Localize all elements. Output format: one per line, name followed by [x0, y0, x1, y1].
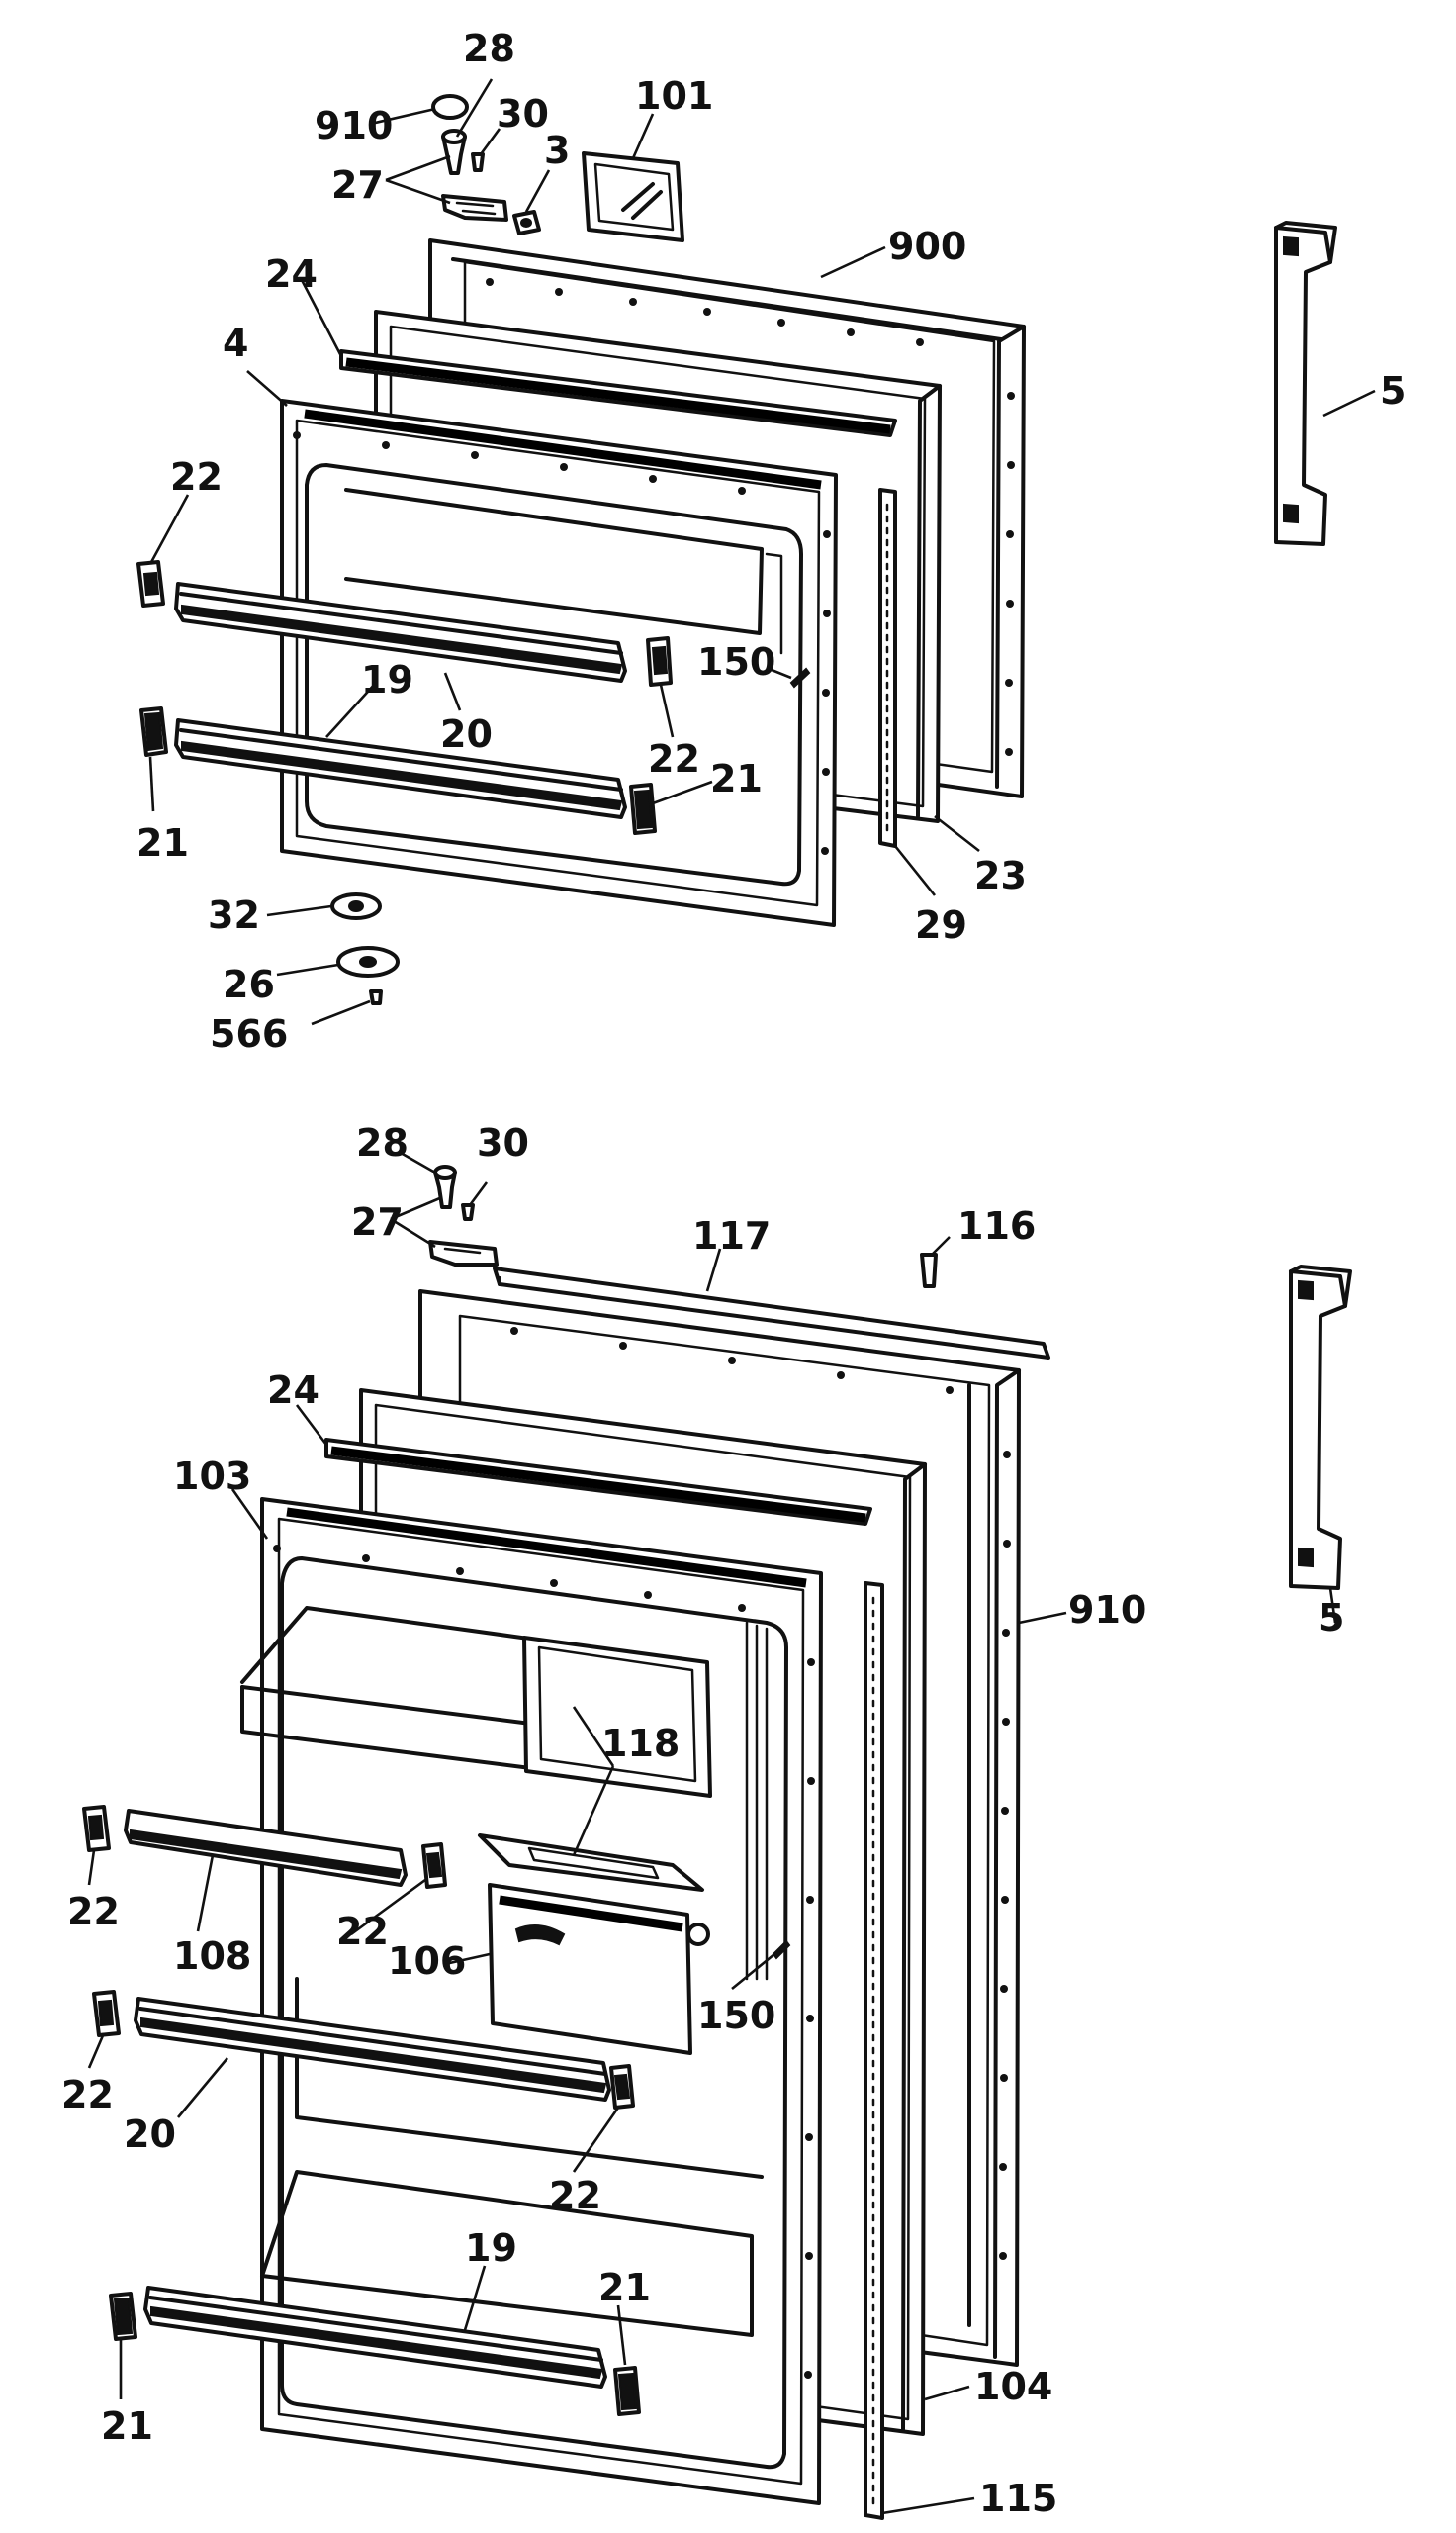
lower-shelf-bar-108 [124, 1809, 408, 1887]
callout-upper-16: 21 [136, 821, 189, 865]
callout-upper-2: 30 [497, 92, 549, 136]
callout-upper-21: 566 [210, 1012, 288, 1056]
lower-hinge-hardware [428, 1165, 499, 1266]
upper-hinge-hardware [431, 94, 541, 235]
callout-lower-22: 115 [979, 2477, 1057, 2520]
callout-upper-0: 910 [315, 104, 393, 147]
lower-box-106 [488, 1883, 710, 2055]
upper-part-101 [582, 151, 684, 242]
callout-lower-11: 108 [173, 1934, 251, 1978]
screw-566 [369, 989, 383, 1005]
callout-lower-2: 27 [351, 1200, 404, 1244]
upper-outer-panel-holes [486, 278, 1015, 756]
screw-116 [920, 1253, 938, 1288]
callout-lower-20: 21 [101, 2404, 153, 2448]
callout-lower-18: 19 [465, 2226, 517, 2270]
callout-lower-0: 28 [356, 1121, 409, 1165]
lower-top-cap [493, 1266, 1050, 1360]
upper-door-assembly: 910 28 30 27 3 101 900 24 4 5 22 150 19 … [136, 27, 1406, 1056]
callout-lower-13: 106 [388, 1939, 466, 1983]
upper-trim-strip-edge [345, 357, 891, 434]
callout-upper-17: 23 [974, 854, 1027, 897]
upper-callout-labels: 910 28 30 27 3 101 900 24 4 5 22 150 19 … [136, 27, 1406, 1056]
callout-upper-14: 22 [648, 737, 700, 781]
callout-upper-8: 4 [223, 322, 248, 365]
callout-lower-6: 103 [173, 1454, 251, 1498]
lower-outer-panel-holes [510, 1327, 1011, 2260]
callout-upper-6: 900 [888, 225, 966, 268]
callout-upper-19: 32 [208, 893, 260, 937]
callout-upper-11: 150 [697, 640, 775, 684]
callout-lower-21: 104 [974, 2365, 1052, 2408]
screw-150-lower [772, 1939, 791, 1960]
callout-upper-15: 21 [710, 757, 763, 800]
callout-upper-9: 5 [1380, 369, 1406, 413]
callout-upper-7: 24 [265, 252, 318, 296]
lower-callout-labels: 28 30 27 117 116 24 103 5 910 118 22 108… [61, 1121, 1344, 2520]
callout-upper-4: 3 [544, 129, 570, 172]
lower-door-assembly: 28 30 27 117 116 24 103 5 910 118 22 108… [61, 1121, 1352, 2520]
lower-shelf-bar-19 [143, 2286, 607, 2389]
callout-lower-12: 22 [336, 1910, 389, 1953]
upper-shelf-bar-bottom [174, 718, 627, 819]
callout-lower-19: 21 [598, 2266, 651, 2309]
callout-upper-12: 19 [361, 658, 413, 702]
lower-door-handle [1289, 1265, 1352, 1590]
lower-trim-strip-edge [330, 1446, 866, 1523]
callout-lower-16: 20 [124, 2112, 176, 2156]
lower-liner-screw-holes [273, 1545, 815, 2379]
callout-lower-15: 22 [61, 2073, 114, 2116]
lower-leader-lines [87, 1151, 1337, 2515]
callout-lower-10: 22 [67, 1890, 120, 1933]
callout-lower-14: 150 [697, 1994, 775, 2037]
upper-door-handle [1274, 221, 1337, 546]
callout-lower-9: 118 [601, 1722, 680, 1765]
upper-bottom-hinge-parts [330, 892, 400, 1005]
callout-lower-3: 117 [692, 1214, 771, 1258]
upper-leader-lines [148, 78, 1376, 1026]
callout-upper-5: 101 [635, 74, 713, 118]
callout-lower-1: 30 [477, 1121, 529, 1165]
callout-lower-8: 910 [1068, 1588, 1146, 1632]
screw-150-upper [789, 667, 811, 689]
lower-bar-end-caps [82, 1805, 641, 2416]
hinge-bracket-27 [441, 194, 508, 222]
callout-lower-17: 22 [549, 2174, 601, 2217]
callout-upper-10: 22 [170, 455, 223, 499]
lower-vertical-strip [864, 1581, 884, 2520]
hinge-screw-30 [471, 152, 485, 172]
upper-vertical-strip [878, 488, 897, 848]
callout-lower-7: 5 [1319, 1596, 1344, 1640]
callout-upper-1: 28 [463, 27, 515, 70]
upper-shelf-bar-top [174, 582, 627, 683]
hinge-cap-910 [431, 94, 469, 120]
lower-shelf-bar-20 [134, 1997, 611, 2102]
upper-liner-screw-holes [293, 431, 831, 855]
callout-lower-4: 116 [957, 1204, 1036, 1248]
callout-upper-3: 27 [331, 163, 384, 207]
upper-bar-end-caps [136, 560, 673, 835]
callout-upper-18: 29 [915, 903, 967, 947]
lower-tray-118 [478, 1833, 704, 1892]
callout-upper-13: 20 [440, 712, 493, 756]
callout-lower-5: 24 [267, 1368, 319, 1412]
callout-upper-20: 26 [223, 963, 275, 1006]
